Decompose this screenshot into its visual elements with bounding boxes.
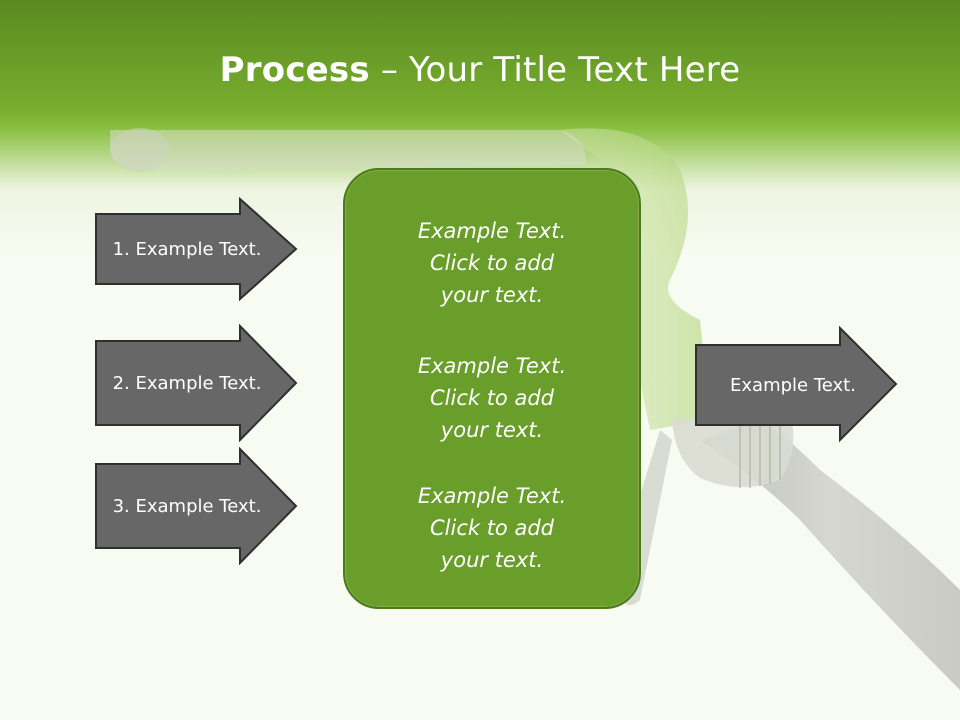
arrow-shape-3 bbox=[95, 447, 298, 565]
block-1-line-3: your text. bbox=[440, 283, 544, 307]
block-2-line-2: Click to add bbox=[429, 386, 554, 410]
center-text-block-2: Example Text. Click to add your text. bbox=[345, 350, 639, 446]
block-3-line-2: Click to add bbox=[429, 516, 554, 540]
arrow-label-3: 3. Example Text. bbox=[112, 495, 262, 517]
title-text: Your Title Text Here bbox=[409, 50, 741, 90]
center-content-box[interactable]: Example Text. Click to add your text. Ex… bbox=[343, 168, 641, 609]
title-dash: – bbox=[380, 50, 399, 90]
block-3-line-3: your text. bbox=[440, 548, 544, 572]
block-2-line-1: Example Text. bbox=[417, 354, 567, 378]
block-2-line-3: your text. bbox=[440, 418, 544, 442]
arrow-label-2: 2. Example Text. bbox=[112, 372, 262, 394]
arrow-shape-1 bbox=[95, 197, 298, 301]
block-3-line-1: Example Text. bbox=[417, 484, 567, 508]
block-1-line-2: Click to add bbox=[429, 251, 554, 275]
center-text-block-3: Example Text. Click to add your text. bbox=[345, 480, 639, 576]
slide-title: Process – Your Title Text Here bbox=[0, 50, 960, 90]
center-text-block-1: Example Text. Click to add your text. bbox=[345, 215, 639, 311]
block-1-line-1: Example Text. bbox=[417, 219, 567, 243]
arrow-shape-right bbox=[695, 326, 898, 443]
title-bold: Process bbox=[219, 50, 370, 90]
arrow-label-1: 1. Example Text. bbox=[112, 238, 262, 260]
arrow-shape-2 bbox=[95, 324, 298, 442]
arrow-label-right: Example Text. bbox=[730, 374, 856, 396]
